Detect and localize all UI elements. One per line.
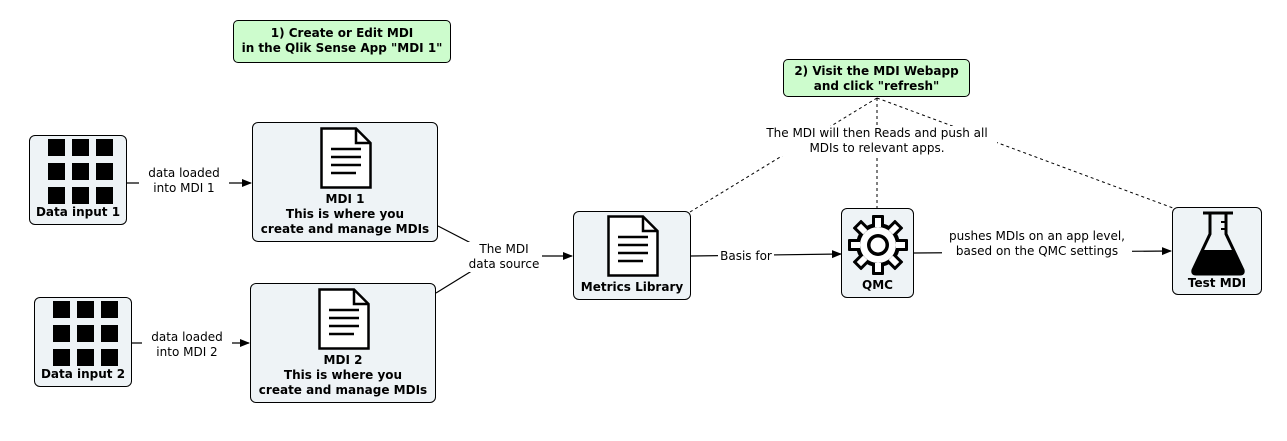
metrics-library-label: Metrics Library	[580, 280, 684, 294]
document-icon	[607, 215, 659, 277]
gear-icon	[848, 215, 908, 275]
flask-icon	[1191, 211, 1245, 276]
test-mdi-node: Test MDI	[1172, 207, 1262, 295]
mdi-1-subtitle: This is where you create and manage MDIs	[260, 207, 430, 236]
edge-label-reads-push: The MDI will then Reads and push all MDI…	[757, 126, 997, 156]
data-input-1-label: Data input 1	[35, 205, 121, 219]
edge-label-basis-for: Basis for	[718, 249, 774, 264]
mdi-2-subtitle: This is where you create and manage MDIs	[258, 368, 428, 397]
data-input-2-label: Data input 2	[40, 367, 126, 381]
step2-note: 2) Visit the MDI Webapp and click "refre…	[783, 59, 970, 97]
edge-label-loaded2: data loaded into MDI 2	[142, 330, 232, 360]
data-input-1-node: Data input 1	[29, 135, 127, 225]
test-mdi-label: Test MDI	[1187, 276, 1247, 290]
edge-label-loaded1: data loaded into MDI 1	[139, 166, 229, 196]
document-icon	[318, 288, 370, 350]
mdi-2-title: MDI 2	[323, 353, 363, 367]
mdi-1-title: MDI 1	[325, 192, 365, 206]
qmc-label: QMC	[862, 278, 893, 292]
edge-label-data-source: The MDI data source	[466, 242, 542, 272]
document-icon	[320, 127, 372, 189]
dashed-webapp-testmdi	[876, 97, 1174, 209]
qmc-node: QMC	[841, 208, 914, 298]
mdi-2-node: MDI 2 This is where you create and manag…	[250, 283, 436, 403]
grid-icon	[53, 301, 118, 366]
edge-label-pushes: pushes MDIs on an app level, based on th…	[942, 229, 1132, 259]
mdi-1-node: MDI 1 This is where you create and manag…	[252, 122, 438, 242]
grid-icon	[48, 139, 113, 204]
data-input-2-node: Data input 2	[34, 297, 132, 387]
metrics-library-node: Metrics Library	[573, 211, 691, 300]
step1-note: 1) Create or Edit MDI in the Qlik Sense …	[233, 20, 451, 63]
